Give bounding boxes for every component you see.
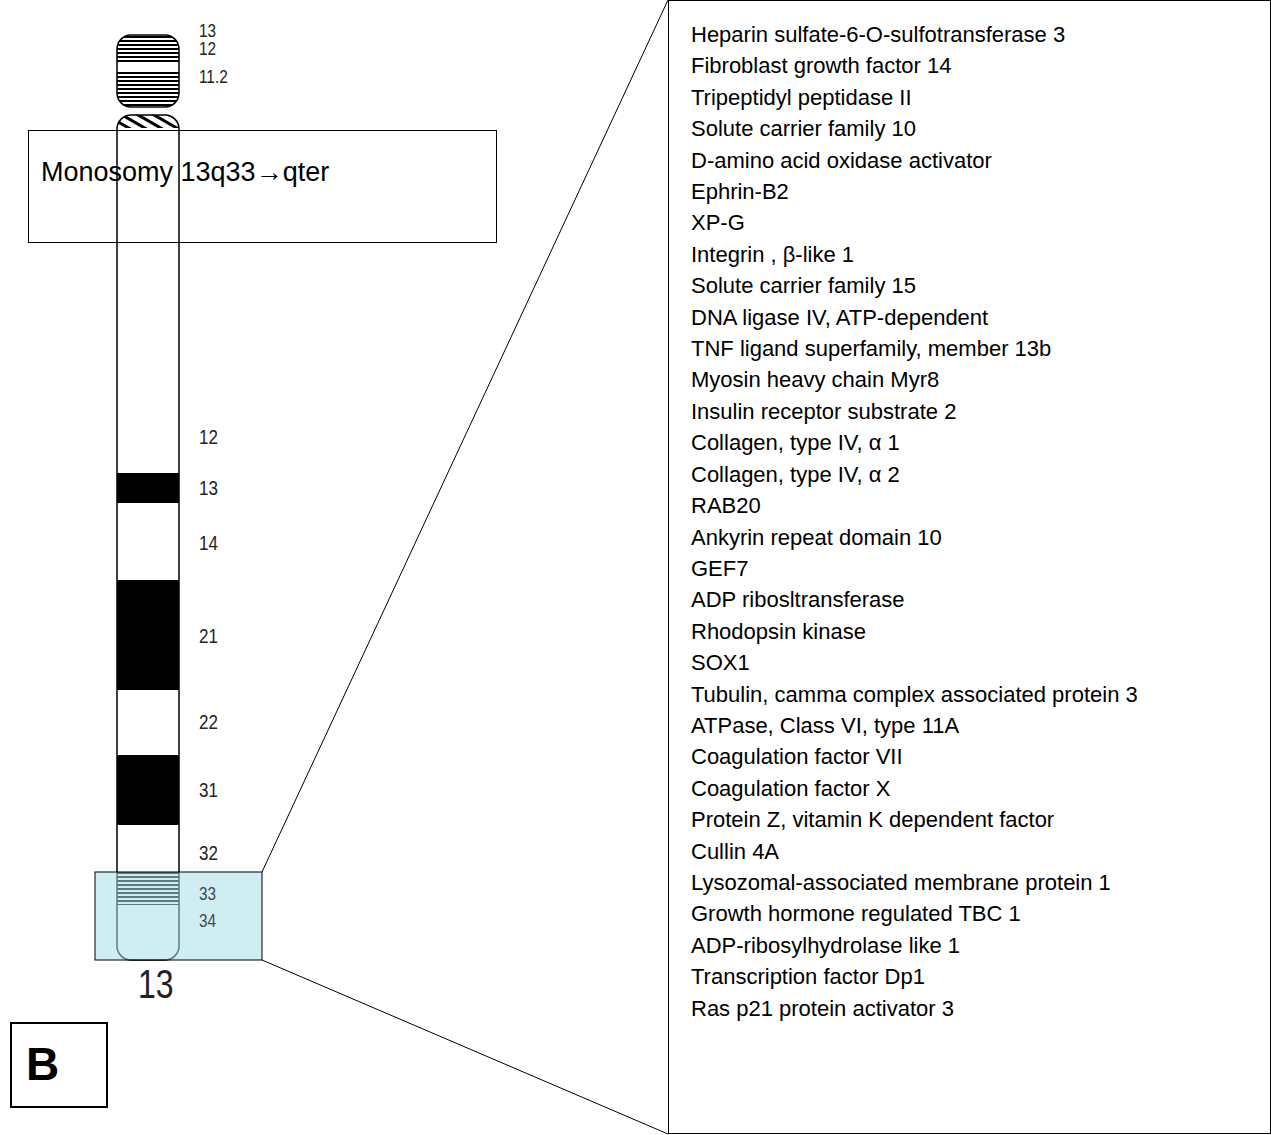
gene-name: Cullin 4A [691,836,1270,867]
gene-name: Insulin receptor substrate 2 [691,396,1270,427]
gene-name: Ephrin-B2 [691,176,1270,207]
panel-letter: B [26,1038,106,1090]
gene-name: Integrin , β-like 1 [691,239,1270,270]
gene-name: Rhodopsin kinase [691,616,1270,647]
band-label: 14 [199,531,218,555]
gene-name: Ras p21 protein activator 3 [691,993,1270,1024]
gene-name: XP-G [691,207,1270,238]
gene-name: TNF ligand superfamily, member 13b [691,333,1270,364]
band-label: 31 [199,778,218,802]
gene-name: DNA ligase IV, ATP-dependent [691,302,1270,333]
zoom-line [262,960,668,1134]
p-arm [117,35,179,107]
gene-name: Protein Z, vitamin K dependent factor [691,804,1270,835]
band-label: 12 [199,425,218,449]
chromosome-number: 13 [138,962,174,1006]
gene-name: Tripeptidyl peptidase II [691,82,1270,113]
gene-name: ADP-ribosylhydrolase like 1 [691,930,1270,961]
gene-name: Collagen, type IV, α 1 [691,427,1270,458]
band-label: 13 [199,476,218,500]
gene-name: Tubulin, camma complex associated protei… [691,679,1270,710]
band-label: 21 [199,624,218,648]
gene-name: Lysozomal-associated membrane protein 1 [691,867,1270,898]
band-label: 32 [199,841,218,865]
gene-name: Coagulation factor X [691,773,1270,804]
band-label: 11.2 [199,66,228,88]
gene-name: ATPase, Class VI, type 11A [691,710,1270,741]
gene-name: Solute carrier family 15 [691,270,1270,301]
gene-name: SOX1 [691,647,1270,678]
q-arm [117,115,179,960]
gene-name: RAB20 [691,490,1270,521]
gene-name: Ankyrin repeat domain 10 [691,522,1270,553]
band-label: 22 [199,710,218,734]
gene-name: Solute carrier family 10 [691,113,1270,144]
gene-name: Myosin heavy chain Myr8 [691,364,1270,395]
gene-name: Fibroblast growth factor 14 [691,50,1270,81]
band-label: 34 [199,910,216,932]
gene-name: Growth hormone regulated TBC 1 [691,898,1270,929]
deletion-box: Monosomy 13q33→qter [28,130,497,243]
gene-name: GEF7 [691,553,1270,584]
box-label: Monosomy 13q33→qter [41,155,496,189]
panel-letter-box: B [10,1022,108,1108]
band-label: 13 [199,20,216,42]
gene-name: ADP ribosltransferase [691,584,1270,615]
highlight-region [95,872,262,960]
band-label: 12 [199,38,216,60]
band-label: 33 [199,883,216,905]
gene-name: Collagen, type IV, α 2 [691,459,1270,490]
gene-name: D-amino acid oxidase activator [691,145,1270,176]
gene-list-box: Heparin sulfate-6-O-sulfotransferase 3Fi… [668,0,1271,1134]
gene-name: Coagulation factor VII [691,741,1270,772]
gene-name: Transcription factor Dp1 [691,961,1270,992]
gene-name: Heparin sulfate-6-O-sulfotransferase 3 [691,19,1270,50]
